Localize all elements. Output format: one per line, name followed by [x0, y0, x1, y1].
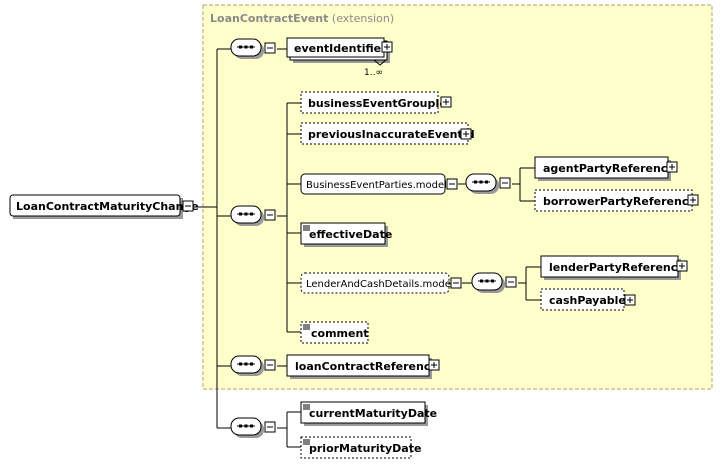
sequence-compositor-parties[interactable]: [465, 173, 511, 194]
element-lender-party-reference[interactable]: lenderPartyReference: [540, 255, 685, 280]
element-effective-date[interactable]: effectiveDate: [300, 222, 392, 247]
sequence-compositor-4[interactable]: [230, 417, 276, 438]
sequence-compositor-lender[interactable]: [471, 272, 517, 293]
svg-text:eventIdentifier: eventIdentifier: [294, 42, 387, 55]
svg-text:loanContractReference: loanContractReference: [295, 360, 438, 373]
svg-text:BusinessEventParties.model: BusinessEventParties.model: [306, 180, 447, 191]
extension-title: LoanContractEvent (extension): [210, 12, 394, 25]
root-collapse-button[interactable]: [182, 200, 194, 212]
expand-icon[interactable]: [428, 359, 440, 371]
expand-icon[interactable]: [687, 194, 699, 206]
expand-icon[interactable]: [440, 96, 452, 108]
sequence-compositor-1[interactable]: [230, 38, 276, 59]
element-business-event-group-id[interactable]: businessEventGroupId: [300, 91, 447, 114]
element-comment[interactable]: comment: [300, 321, 369, 344]
svg-text:cashPayable: cashPayable: [549, 294, 626, 307]
element-borrower-party-reference[interactable]: borrowerPartyReference: [534, 189, 696, 212]
collapse-icon[interactable]: [450, 277, 462, 289]
svg-text:lenderPartyReference: lenderPartyReference: [549, 261, 685, 274]
expand-icon[interactable]: [624, 294, 636, 306]
svg-text:LenderAndCashDetails.model: LenderAndCashDetails.model: [306, 279, 454, 290]
element-event-identifier[interactable]: eventIdentifier: [286, 37, 390, 63]
element-agent-party-reference[interactable]: agentPartyReference: [534, 156, 675, 181]
collapse-icon[interactable]: [446, 178, 458, 190]
svg-text:currentMaturityDate: currentMaturityDate: [309, 407, 437, 420]
expand-icon[interactable]: [381, 41, 393, 53]
element-previous-inaccurate-event-id[interactable]: previousInaccurateEventId: [300, 122, 475, 145]
svg-text:previousInaccurateEventId: previousInaccurateEventId: [308, 128, 475, 141]
element-cash-payable[interactable]: cashPayable: [540, 288, 626, 311]
svg-text:LoanContractMaturityChange: LoanContractMaturityChange: [16, 200, 199, 213]
svg-text:businessEventGroupId: businessEventGroupId: [308, 97, 447, 110]
element-prior-maturity-date[interactable]: priorMaturityDate: [300, 436, 421, 459]
svg-text:agentPartyReference: agentPartyReference: [543, 162, 675, 175]
element-current-maturity-date[interactable]: currentMaturityDate: [300, 401, 437, 426]
element-loan-contract-reference[interactable]: loanContractReference: [286, 354, 438, 379]
group-business-event-parties-model[interactable]: BusinessEventParties.model: [300, 173, 447, 195]
sequence-compositor-3[interactable]: [230, 355, 276, 376]
expand-icon[interactable]: [460, 128, 472, 140]
svg-text:comment: comment: [311, 327, 369, 340]
svg-text:borrowerPartyReference: borrowerPartyReference: [543, 195, 696, 208]
root-element[interactable]: LoanContractMaturityChange: [9, 194, 199, 219]
svg-text:priorMaturityDate: priorMaturityDate: [309, 442, 421, 455]
sequence-compositor-2[interactable]: [230, 205, 276, 226]
group-lender-and-cash-details-model[interactable]: LenderAndCashDetails.model: [300, 272, 454, 294]
cardinality-label: 1..∞: [364, 68, 383, 78]
expand-icon[interactable]: [676, 260, 688, 272]
expand-icon[interactable]: [666, 161, 678, 173]
svg-text:effectiveDate: effectiveDate: [309, 228, 392, 241]
